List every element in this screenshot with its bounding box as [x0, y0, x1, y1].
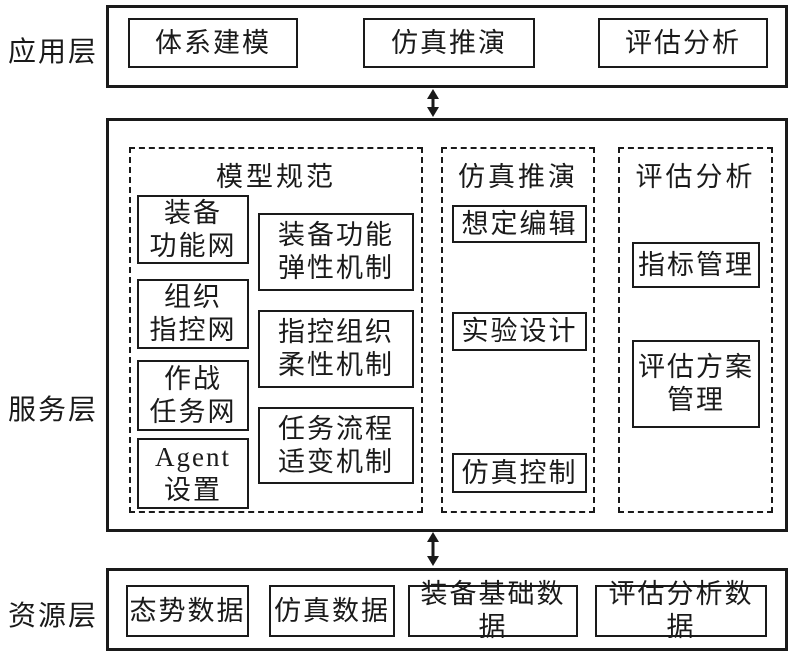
group-model-specification-title: 模型规范	[216, 162, 336, 192]
resource-layer-box: 态势数据 仿真数据 装备基础数据 评估分析数据	[106, 568, 788, 651]
application-layer-box: 体系建模 仿真推演 评估分析	[106, 5, 788, 88]
model-item-equipment-function-net: 装备 功能网	[137, 195, 249, 264]
model-item-equipment-function-elasticity: 装备功能 弹性机制	[258, 213, 414, 291]
group-evaluation-analysis-title: 评估分析	[635, 162, 756, 192]
model-item-c2-organization-flexibility: 指控组织 柔性机制	[258, 310, 414, 388]
resource-item-equipment-basic-data: 装备基础数据	[408, 579, 578, 642]
service-layer-box: 模型规范 装备 功能网 组织 指控网 作战 任务网 Agent 设置 装备功能 …	[106, 118, 788, 532]
resource-item-evaluation-analysis-data: 评估分析数据	[595, 579, 767, 642]
double-arrow-icon	[424, 89, 442, 117]
group-simulation-deduction-title: 仿真推演	[458, 162, 578, 192]
resource-item-situation-data: 态势数据	[126, 585, 249, 637]
model-item-agent-settings: Agent 设置	[137, 438, 249, 509]
model-item-combat-task-net: 作战 任务网	[137, 360, 249, 431]
sim-item-experiment-design: 实验设计	[452, 312, 587, 351]
group-evaluation-analysis: 评估分析 指标管理 评估方案 管理	[618, 147, 773, 513]
group-simulation-deduction: 仿真推演 想定编辑 实验设计 仿真控制	[441, 147, 595, 513]
app-item-evaluation-analysis: 评估分析	[598, 18, 768, 68]
double-arrow-icon	[424, 532, 442, 566]
group-model-specification: 模型规范 装备 功能网 组织 指控网 作战 任务网 Agent 设置 装备功能 …	[129, 147, 423, 513]
application-layer-label: 应用层	[8, 37, 99, 68]
eval-item-indicator-management: 指标管理	[632, 242, 760, 288]
app-item-simulation-deduction: 仿真推演	[363, 18, 535, 68]
resource-layer-label: 资源层	[8, 601, 99, 632]
resource-item-simulation-data: 仿真数据	[269, 585, 395, 637]
service-layer-label: 服务层	[8, 395, 99, 426]
sim-item-simulation-control: 仿真控制	[452, 453, 587, 493]
sim-item-scenario-editing: 想定编辑	[452, 205, 587, 243]
model-item-task-flow-adaptation: 任务流程 适变机制	[258, 407, 414, 484]
app-item-system-modeling: 体系建模	[128, 18, 298, 68]
eval-item-evaluation-scheme-management: 评估方案 管理	[632, 340, 760, 428]
model-item-organization-c2-net: 组织 指控网	[137, 279, 249, 349]
